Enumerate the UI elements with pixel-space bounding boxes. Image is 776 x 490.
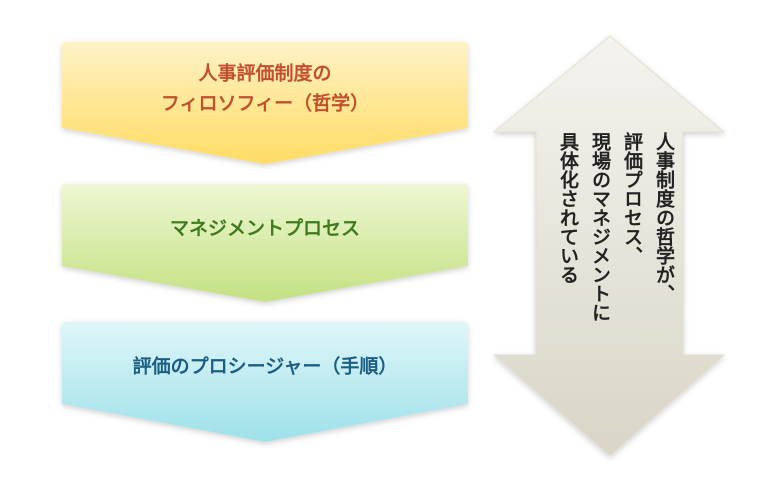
arrow-text-column-4: 具体化されている (557, 132, 579, 284)
step-arrow-3 (62, 322, 468, 442)
arrow-text-column-1: 人事制度の哲学が、 (653, 132, 675, 303)
double-headed-arrow (492, 35, 726, 457)
step-2-label: マネジメントプロセス (170, 217, 360, 240)
step-3-label: 評価のプロシージャー（手順） (133, 355, 398, 378)
arrow-text-column-2: 評価プロセス、 (621, 131, 644, 265)
arrow-text-column-3: 現場のマネジメントに (589, 132, 611, 322)
step-arrow-2 (62, 184, 468, 302)
step-arrow-1 (62, 42, 468, 164)
step-1-label: フィロソフィー（哲学） (161, 92, 369, 115)
step-1-label: 人事評価制度の (198, 62, 331, 85)
